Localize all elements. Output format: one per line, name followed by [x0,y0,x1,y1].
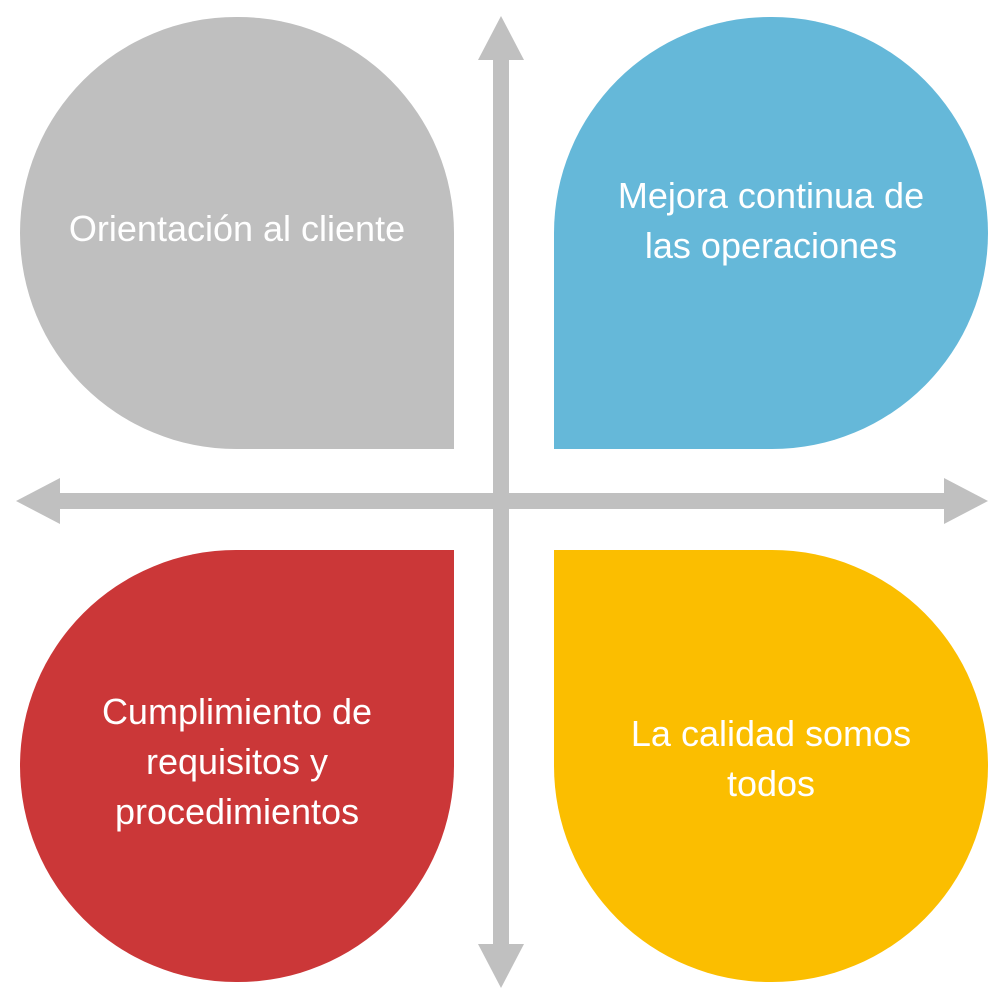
quadrant-label: Mejora continua de las operaciones [617,175,925,266]
left-arrow-icon [16,478,60,524]
horizontal-axis [16,478,988,524]
quadrant-label: La calidad somos todos [630,713,912,804]
horizontal-axis-shaft [58,493,948,509]
quadrant-orientacion-al-cliente: Orientación al cliente [20,17,454,449]
quadrant-calidad-somos-todos: La calidad somos todos [554,550,988,982]
quadrant-cumplimiento-requisitos: Cumplimiento de requisitos y procedimien… [20,550,454,982]
quadrant-mejora-continua: Mejora continua de las operaciones [554,17,988,449]
quadrant-label: Cumplimiento de requisitos y procedimien… [101,691,373,832]
up-arrow-icon [478,16,524,60]
right-arrow-icon [944,478,988,524]
quadrant-label: Orientación al cliente [68,208,406,249]
down-arrow-icon [478,944,524,988]
